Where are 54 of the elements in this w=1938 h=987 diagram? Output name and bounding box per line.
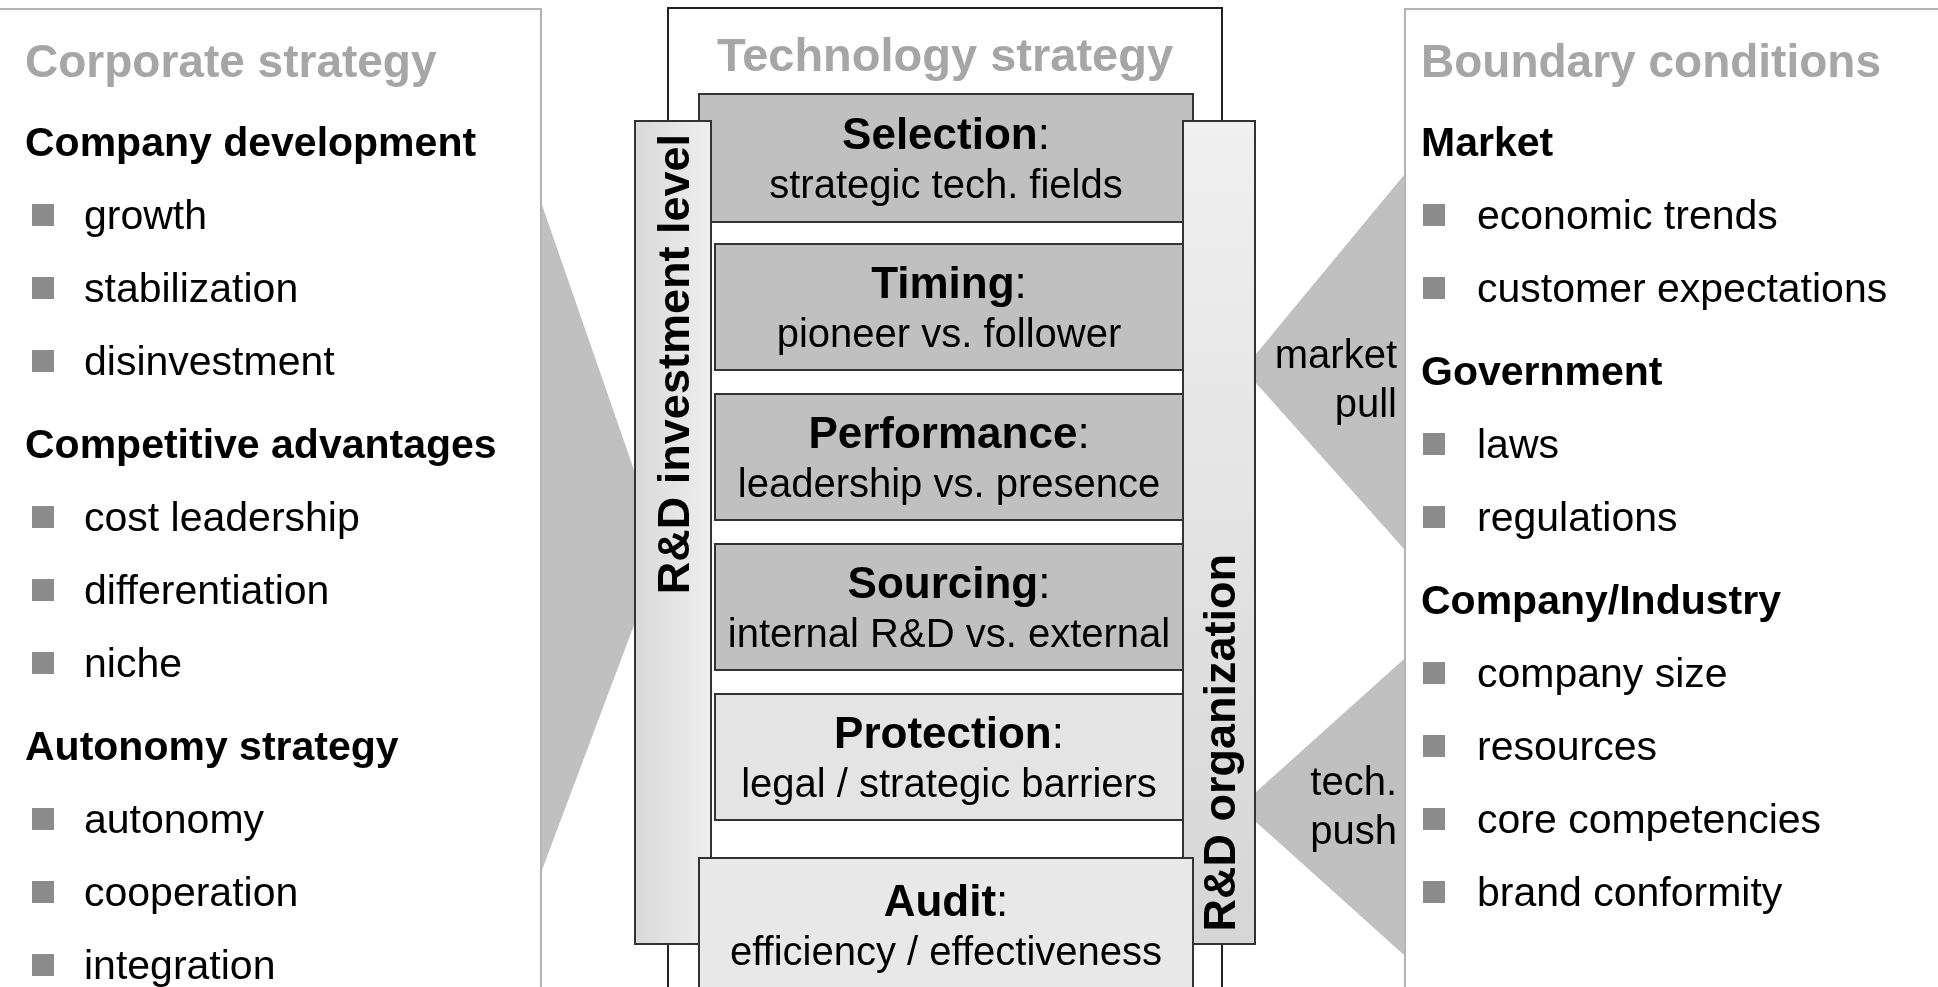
- bullet-text: autonomy: [84, 799, 265, 840]
- strategy-block: [714, 543, 1184, 671]
- bullet-text: growth: [84, 195, 208, 236]
- vertical-bar: [1182, 120, 1256, 945]
- bar-label: R&D investment level: [650, 134, 696, 595]
- group-heading: Autonomy strategy: [25, 726, 399, 767]
- bullet-text: customer expectations: [1477, 268, 1888, 309]
- strategy-block: [714, 393, 1184, 521]
- bullet-text: disinvestment: [84, 341, 335, 382]
- panel-title: Corporate strategy: [25, 34, 437, 88]
- block-heading: Audit:: [883, 877, 1009, 926]
- bullet-text: company size: [1477, 653, 1728, 694]
- bullet-text: brand conformity: [1477, 872, 1783, 913]
- strategy-block: [714, 243, 1184, 371]
- group-heading: Company development: [25, 122, 477, 163]
- bullet-text: differentiation: [84, 570, 330, 611]
- vertical-bar: [634, 120, 712, 945]
- strategy-block: [698, 857, 1194, 987]
- block-text: pioneer vs. follower: [776, 311, 1122, 356]
- bullet-text: economic trends: [1477, 195, 1778, 236]
- bullet-text: niche: [84, 643, 182, 684]
- frame-title: Technology strategy: [715, 27, 1175, 82]
- block-text: efficiency / effectiveness: [729, 929, 1163, 974]
- block-text: leadership vs. presence: [737, 461, 1161, 506]
- group-heading: Government: [1421, 351, 1663, 392]
- group-heading: Company/Industry: [1421, 580, 1781, 621]
- group-heading: Market: [1421, 122, 1554, 163]
- edge-label: market pull: [1273, 331, 1397, 427]
- panel-box: [1404, 8, 1938, 987]
- flow-wedge: [542, 205, 634, 870]
- bullet-text: integration: [84, 945, 276, 986]
- bullet-text: cooperation: [84, 872, 299, 913]
- block-text: strategic tech. fields: [769, 162, 1123, 207]
- bar-label: R&D organization: [1196, 553, 1242, 931]
- block-text: internal R&D vs. external: [727, 611, 1171, 656]
- flow-wedge: [1256, 659, 1404, 955]
- panel-title: Boundary conditions: [1421, 34, 1881, 88]
- strategy-block: [714, 693, 1184, 821]
- edge-label: tech. push: [1309, 758, 1397, 854]
- block-heading: Performance:: [808, 408, 1090, 458]
- bullet-text: cost leadership: [84, 497, 360, 538]
- bullet-text: resources: [1477, 726, 1657, 767]
- block-text: legal / strategic barriers: [741, 761, 1157, 806]
- bullet-text: core competencies: [1477, 799, 1822, 840]
- block-heading: Timing:: [871, 258, 1027, 308]
- group-heading: Competitive advantages: [25, 424, 497, 465]
- block-heading: Sourcing:: [847, 558, 1051, 608]
- panel-box: [0, 8, 542, 987]
- bullet-text: stabilization: [84, 268, 299, 309]
- block-heading: Selection:: [842, 109, 1050, 159]
- bullet-text: laws: [1477, 424, 1560, 465]
- block-heading: Protection:: [834, 708, 1064, 758]
- flow-wedge: [1256, 175, 1404, 549]
- bullet-text: regulations: [1477, 497, 1678, 538]
